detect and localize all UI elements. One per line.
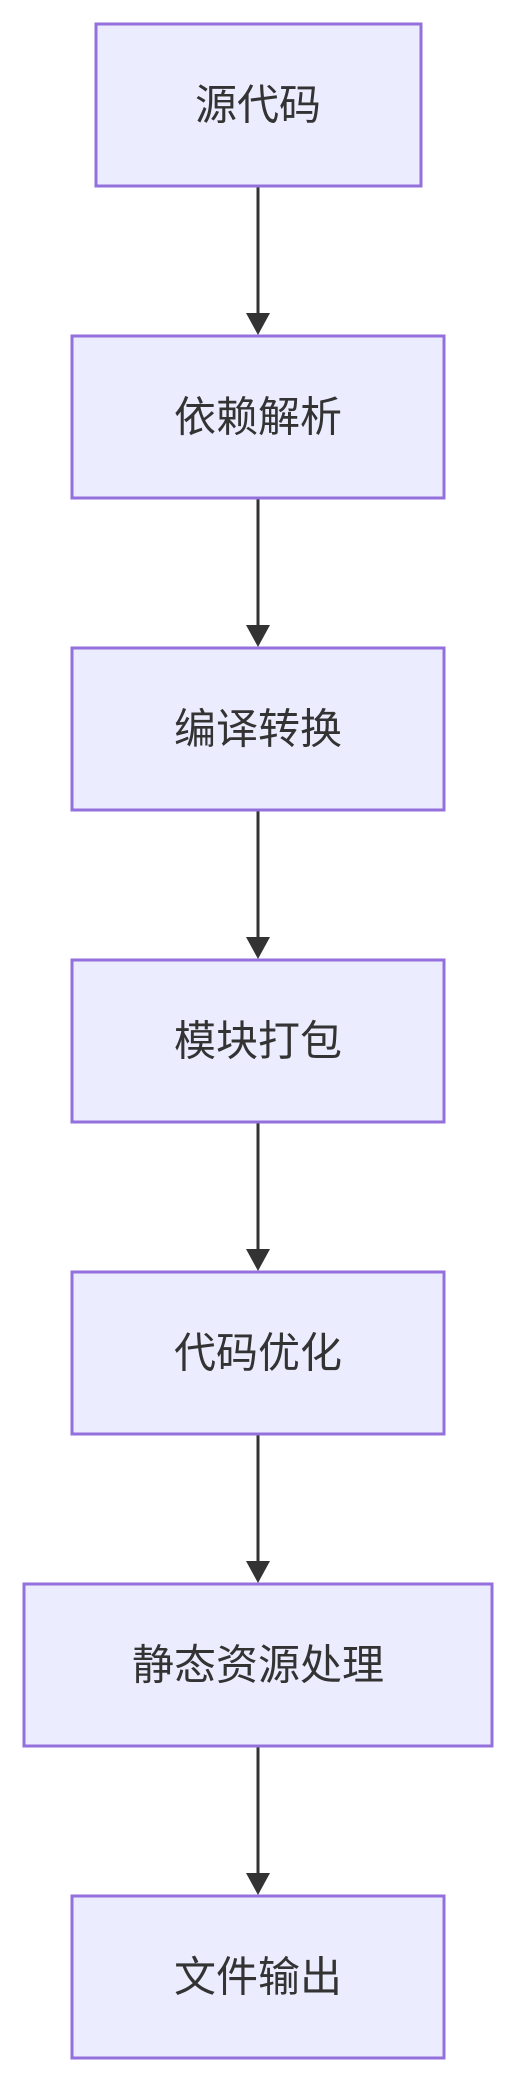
node-compile-transform: 编译转换 [70, 646, 446, 812]
node-code-optimization: 代码优化 [70, 1270, 446, 1436]
node-file-output: 文件输出 [70, 1894, 446, 2060]
node-label: 文件输出 [174, 1953, 342, 2002]
node-dependency-resolution: 依赖解析 [70, 334, 446, 500]
edge-source-to-dependency [246, 186, 270, 335]
node-label: 代码优化 [174, 1329, 342, 1378]
arrowhead-icon [246, 937, 270, 959]
node-source-code: 源代码 [94, 22, 423, 188]
edge-optimize-to-assets [246, 1434, 270, 1583]
edge-dependency-to-compile [246, 498, 270, 647]
arrowhead-icon [246, 1249, 270, 1271]
edges [246, 186, 270, 1895]
node-label: 源代码 [195, 81, 321, 130]
node-label: 模块打包 [174, 1017, 342, 1066]
arrowhead-icon [246, 313, 270, 335]
node-label: 编译转换 [174, 705, 342, 754]
node-module-bundling: 模块打包 [70, 958, 446, 1124]
arrowhead-icon [246, 1873, 270, 1895]
arrowhead-icon [246, 1561, 270, 1583]
node-label: 依赖解析 [174, 393, 342, 442]
arrowhead-icon [246, 625, 270, 647]
edge-assets-to-output [246, 1746, 270, 1895]
edge-compile-to-bundle [246, 810, 270, 959]
node-static-asset-processing: 静态资源处理 [22, 1582, 494, 1748]
edge-bundle-to-optimize [246, 1122, 270, 1271]
node-label: 静态资源处理 [132, 1641, 384, 1690]
